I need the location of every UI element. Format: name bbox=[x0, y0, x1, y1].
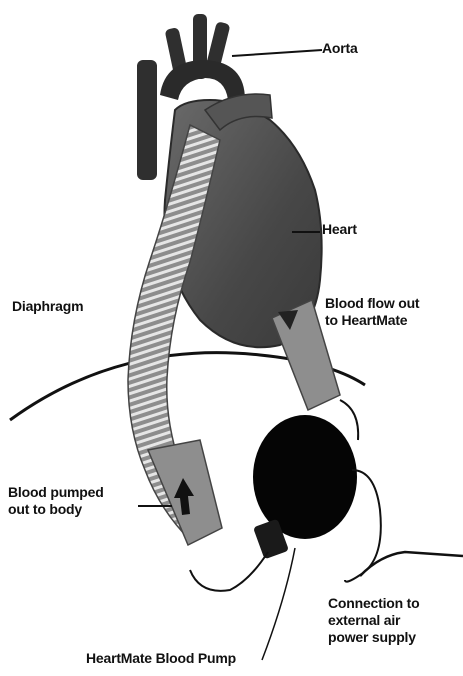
label-heartmate-pump: HeartMate Blood Pump bbox=[86, 650, 236, 667]
label-diaphragm: Diaphragm bbox=[12, 298, 83, 315]
label-blood-pumped: Blood pumped out to body bbox=[8, 484, 104, 518]
aorta-leader bbox=[232, 50, 322, 56]
pump-wire bbox=[190, 552, 268, 591]
pump-leader bbox=[262, 548, 295, 660]
label-aorta: Aorta bbox=[322, 40, 358, 57]
label-blood-flow-out: Blood flow out to HeartMate bbox=[325, 295, 419, 329]
label-heart: Heart bbox=[322, 221, 357, 238]
label-connection: Connection to external air power supply bbox=[328, 595, 420, 646]
air-line bbox=[340, 400, 358, 440]
heartmate-pump bbox=[253, 415, 357, 539]
